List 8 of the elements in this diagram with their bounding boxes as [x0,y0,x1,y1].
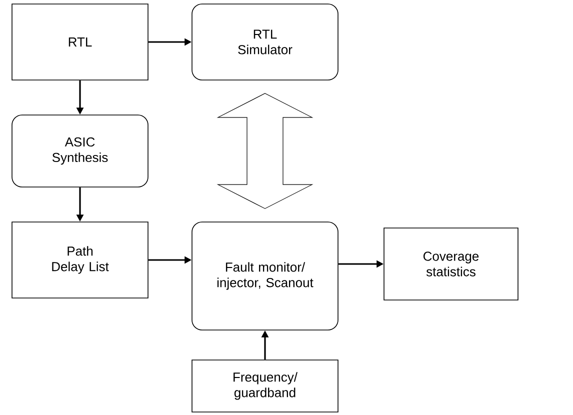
process-box: RTL [12,4,148,80]
process-box: Path Delay List [12,222,148,298]
process-box: Coverage statistics [384,228,518,300]
process-box: Fault monitor/ injector, Scanout [192,222,338,330]
process-box: ASIC Synthesis [12,114,148,188]
double-arrow [216,93,314,209]
process-box: RTL Simulator [192,4,338,80]
process-box: Frequency/ guardband [192,360,338,412]
